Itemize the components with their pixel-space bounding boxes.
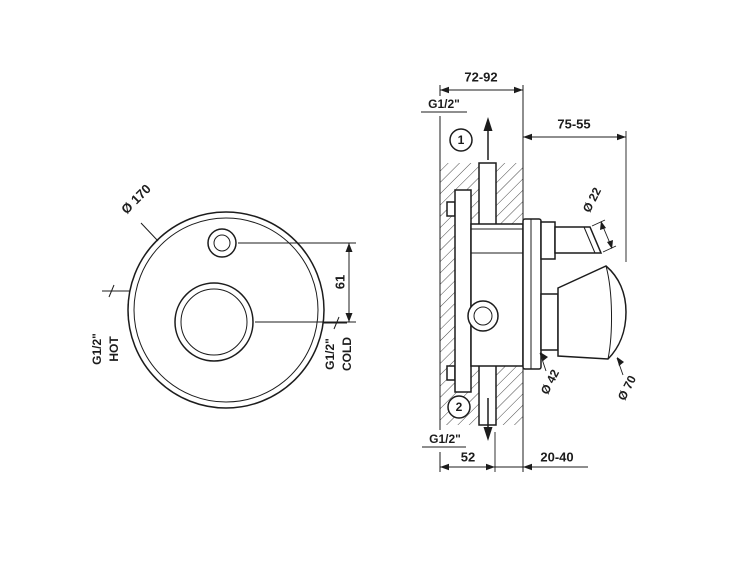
arrowhead xyxy=(600,221,606,230)
dim-61-label: 61 xyxy=(333,275,348,289)
outlet-pipe-top xyxy=(478,162,497,226)
handle-bell xyxy=(557,265,627,360)
dim-72-92-label: 72-92 xyxy=(464,70,497,85)
spout-collar xyxy=(540,221,556,260)
arrowhead-left xyxy=(523,133,532,141)
outlet-1-number: 1 xyxy=(458,133,465,147)
arrowhead xyxy=(540,352,548,361)
mounting-ear-top xyxy=(446,201,456,217)
mounting-plate xyxy=(454,189,472,393)
extension-line xyxy=(591,219,606,227)
check-valve-outer xyxy=(467,300,499,332)
mounting-ear-bottom xyxy=(446,365,456,381)
arrowhead-left xyxy=(440,86,449,94)
dim-75-55-label: 75-55 xyxy=(557,117,590,132)
cold-inlet-callout: G1/2" COLD xyxy=(323,316,354,371)
diverter-button-outer xyxy=(207,228,237,258)
spout-chamfer-line xyxy=(583,226,596,254)
dim-20-40-label: 20-40 xyxy=(540,450,573,465)
outlet-1-balloon xyxy=(449,128,473,152)
arrowhead xyxy=(607,240,613,249)
control-knob-inner xyxy=(180,288,248,356)
arrowhead-mid xyxy=(486,463,495,471)
arrowhead-right xyxy=(514,86,523,94)
diameter-170-label: Ø 170 xyxy=(118,181,154,217)
arrowhead-up xyxy=(345,243,353,252)
dimension-61: 61 xyxy=(238,242,356,323)
arrowhead-right xyxy=(617,133,626,141)
escutcheon-plate xyxy=(522,218,542,370)
diverter-button-inner xyxy=(213,234,231,252)
flow-arrow-down xyxy=(483,427,493,441)
dimension-52-and-20-40: 52 20-40 xyxy=(440,432,588,472)
diameter-22-label: Ø 22 xyxy=(580,185,604,215)
faceplate-inner-circle xyxy=(133,217,319,403)
tick-mark xyxy=(108,284,115,298)
check-valve-inner xyxy=(473,306,493,326)
outlet-2-number: 2 xyxy=(456,400,463,414)
hot-inlet-callout: G1/2" HOT xyxy=(90,284,130,365)
dim-52-label: 52 xyxy=(461,450,475,465)
arrowhead-left xyxy=(440,463,449,471)
handle-stem xyxy=(540,293,559,351)
side-view: Ø 22 Ø 42 Ø 70 72-92 75-55 xyxy=(421,70,639,472)
dimension-diameter-42: Ø 42 xyxy=(538,352,562,397)
hot-label: HOT xyxy=(107,336,121,362)
cold-label: COLD xyxy=(340,337,354,371)
hot-thread-label: G1/2" xyxy=(90,333,104,365)
dimension-72-92: 72-92 xyxy=(440,70,523,94)
leader-line xyxy=(140,222,159,242)
diameter-70-label: Ø 70 xyxy=(615,373,639,403)
cold-thread-label: G1/2" xyxy=(323,338,337,370)
extension-line xyxy=(602,245,617,253)
dimension-diameter-170: Ø 170 xyxy=(118,181,159,242)
dimension-diameter-70: Ø 70 xyxy=(615,357,639,403)
valve-body xyxy=(470,223,524,367)
leader-line xyxy=(539,352,547,372)
flow-arrow-up xyxy=(483,117,493,131)
arrowhead-wall xyxy=(523,463,532,471)
dimension-75-55: 75-55 xyxy=(523,117,627,262)
diameter-42-label: Ø 42 xyxy=(538,367,562,397)
handle-bell-inner-curve xyxy=(605,265,612,360)
spout-pipe xyxy=(554,226,603,254)
tick-mark xyxy=(333,316,340,330)
outlet-2-thread-label: G1/2" xyxy=(429,432,461,446)
outlet-1-callout: G1/2" 1 xyxy=(421,97,493,160)
front-view: 61 Ø 170 G1/2" HOT G1/2" COLD xyxy=(90,181,356,409)
faceplate-outer-circle xyxy=(127,211,325,409)
arrowhead-down xyxy=(345,313,353,322)
outlet-2-callout: 2 G1/2" xyxy=(422,395,493,448)
outlet-2-balloon xyxy=(447,395,471,419)
outlet-1-thread-label: G1/2" xyxy=(428,97,460,111)
control-knob-outer xyxy=(174,282,254,362)
arrowhead xyxy=(617,357,624,366)
